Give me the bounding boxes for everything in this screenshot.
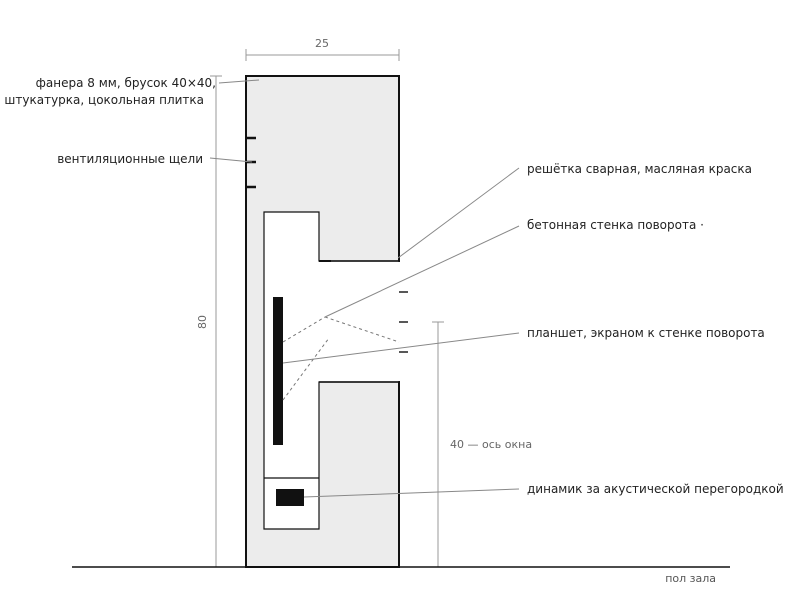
window-axis-label: 40 — ось окна (450, 438, 532, 451)
width-dimension: 25 (245, 37, 400, 61)
tablet-label: планшет, экраном к стенке поворота (527, 326, 765, 340)
leader-lines (209, 79, 520, 498)
sight-lines (282, 316, 400, 401)
speaker-label: динамик за акустической перегородкой (527, 482, 784, 496)
plywood-label: фанера 8 мм, брусок 40×40, (36, 76, 216, 90)
tablet-device (273, 297, 283, 445)
window-opening (320, 262, 400, 381)
height-dimension: 80 (196, 75, 222, 567)
floor-label: пол зала (665, 572, 716, 585)
height-dimension-label: 80 (196, 315, 209, 329)
width-dimension-label: 25 (315, 37, 329, 50)
welded-grille (319, 260, 408, 353)
concrete-wall-label: бетонная стенка поворота · (527, 218, 704, 232)
window-axis-dimension: 40 — ось окна (432, 321, 532, 567)
vents-label: вентиляционные щели (57, 152, 203, 166)
grille-label: решётка сварная, масляная краска (527, 162, 752, 176)
speaker-device (276, 489, 304, 506)
plywood-label-line2: штукатурка, цокольная плитка (4, 93, 204, 107)
